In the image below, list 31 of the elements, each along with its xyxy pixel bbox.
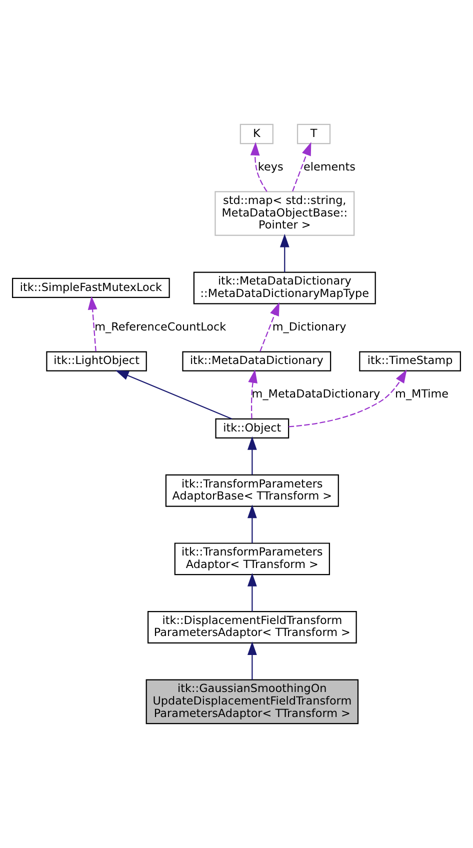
node-box: itk::LightObject	[46, 351, 147, 372]
node-box: itk::DisplacementFieldTransform ParametersAdaptor< TTransform >	[147, 611, 357, 644]
node-box: std::map< std::string, MetaDataObjectBase:: Pointer >	[214, 191, 355, 236]
edge-label: m_ReferenceCountLock	[94, 320, 226, 334]
arrow	[115, 370, 232, 420]
node-box: itk::TimeStamp	[359, 351, 461, 372]
node-box: T	[296, 124, 331, 144]
node-box: itk::TransformParameters AdaptorBase< TTransform >	[165, 474, 339, 507]
edge-label: m_Dictionary	[272, 320, 346, 334]
node-box: itk::MetaDataDictionary	[182, 351, 332, 372]
arrow	[247, 642, 257, 680]
edge-label: elements	[303, 160, 356, 174]
edge-label: keys	[258, 160, 284, 174]
node-box: itk::Object	[215, 418, 290, 439]
arrow	[288, 370, 407, 428]
node-box: K	[240, 124, 274, 144]
arrow	[247, 572, 257, 612]
node-box: itk::GaussianSmoothingOn UpdateDisplacementFieldTransform ParametersAdaptor< TTransform >	[146, 679, 359, 724]
arrow	[280, 234, 290, 272]
arrow	[248, 369, 258, 419]
arrow	[247, 436, 257, 475]
arrow	[260, 302, 280, 352]
node-box: itk::TransformParameters Adaptor< TTransform >	[174, 542, 330, 576]
node-box: itk::SimpleFastMutexLock	[12, 278, 170, 298]
node-box: itk::MetaDataDictionary ::MetaDataDictionaryMapType	[193, 272, 376, 304]
arrow	[250, 142, 268, 192]
arrow	[292, 142, 312, 192]
edge-label: m_MetaDataDictionary	[252, 388, 380, 401]
arrow	[88, 296, 98, 352]
arrow	[247, 504, 257, 544]
edge-label: m_MTime	[395, 388, 449, 401]
